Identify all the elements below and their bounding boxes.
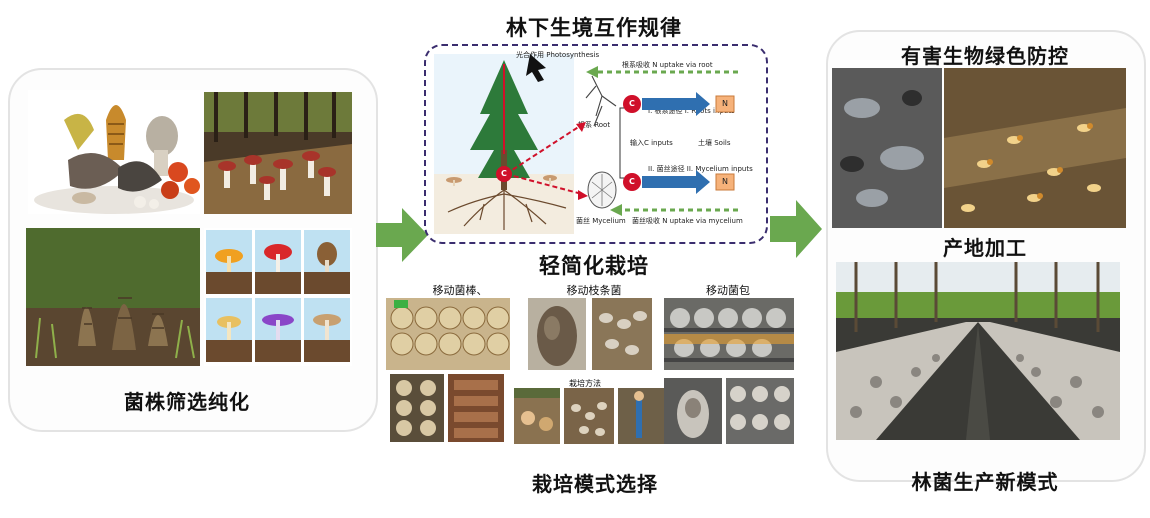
n-symbol-lower: N: [722, 177, 728, 186]
mobile-stick-label: 移动菌棒、: [432, 284, 488, 297]
branch-bed-photo: [592, 298, 652, 370]
mushroom-assortment-photo: [28, 90, 200, 214]
strain-screening-title: 菌株筛选纯化: [124, 390, 250, 414]
mobile-branch-label: 移动枝条菌: [566, 284, 622, 297]
field-planting-photo-2: [564, 388, 614, 444]
photosynthesis-label: 光合作用 Photosynthesis: [516, 51, 600, 59]
forest-cultivation-photo: [204, 92, 352, 214]
termite-pest-photo: [944, 68, 1126, 228]
mycelium-label: 菌丝 Mycelium: [576, 217, 626, 225]
tree-illustration: [434, 54, 574, 234]
wood-stack-photo: [448, 374, 504, 442]
mushroom-bag-photo: [528, 298, 586, 370]
mycelium-uptake-label: 菌丝吸收 N uptake via mycelium: [632, 217, 743, 225]
c-symbol-tree: C: [501, 169, 507, 178]
field-planting-photo-1: [514, 388, 560, 444]
logs-in-crate-photo: [390, 374, 444, 442]
c-symbol-upper: C: [629, 99, 635, 108]
bark-disease-photo: [832, 68, 942, 228]
nutrient-flow-graphics: [496, 66, 738, 216]
c-symbol-lower: C: [629, 177, 635, 186]
mycelium-path-label: II. 菌丝途径 II. Mycelium inputs: [648, 165, 753, 173]
flow-arrow-right-2: [770, 200, 822, 262]
roots-inputs-label: I. 根系途径 I. Roots inputs: [648, 107, 735, 115]
cultivation-method-label: 栽培方法: [569, 379, 601, 388]
soils-label: 土壤 Soils: [698, 139, 731, 147]
bag-shelf-photo: [664, 298, 794, 370]
bag-rows-photo: [726, 378, 794, 444]
processing-title: 产地加工: [943, 236, 1027, 260]
cultivation-mode-title: 栽培模式选择: [532, 472, 658, 496]
log-stack-photo: [386, 298, 510, 370]
pest-control-title: 有害生物绿色防控: [901, 44, 1069, 68]
c-inputs-label: 输入C inputs: [630, 139, 673, 147]
bag-closeup-photo: [664, 378, 722, 444]
forest-interaction-diagram: 光合作用 Photosynthesis 根系吸收 N uptake via ro…: [424, 44, 768, 244]
flow-arrow-right: [376, 208, 428, 266]
forest-mushroom-field-photo: [836, 262, 1120, 440]
mushroom-growth-grid: [204, 228, 352, 366]
forest-interaction-title: 林下生境互作规律: [506, 16, 682, 40]
root-uptake-label: 根系吸收 N uptake via root: [622, 61, 713, 69]
field-planting-photo-3: [618, 388, 664, 444]
n-symbol-upper: N: [722, 99, 728, 108]
mobile-bag-label: 移动菌包: [706, 284, 750, 297]
morel-field-photo: [26, 228, 200, 366]
simplified-cultivation-title: 轻简化栽培: [539, 254, 649, 278]
new-mode-title: 林菌生产新模式: [911, 470, 1059, 494]
